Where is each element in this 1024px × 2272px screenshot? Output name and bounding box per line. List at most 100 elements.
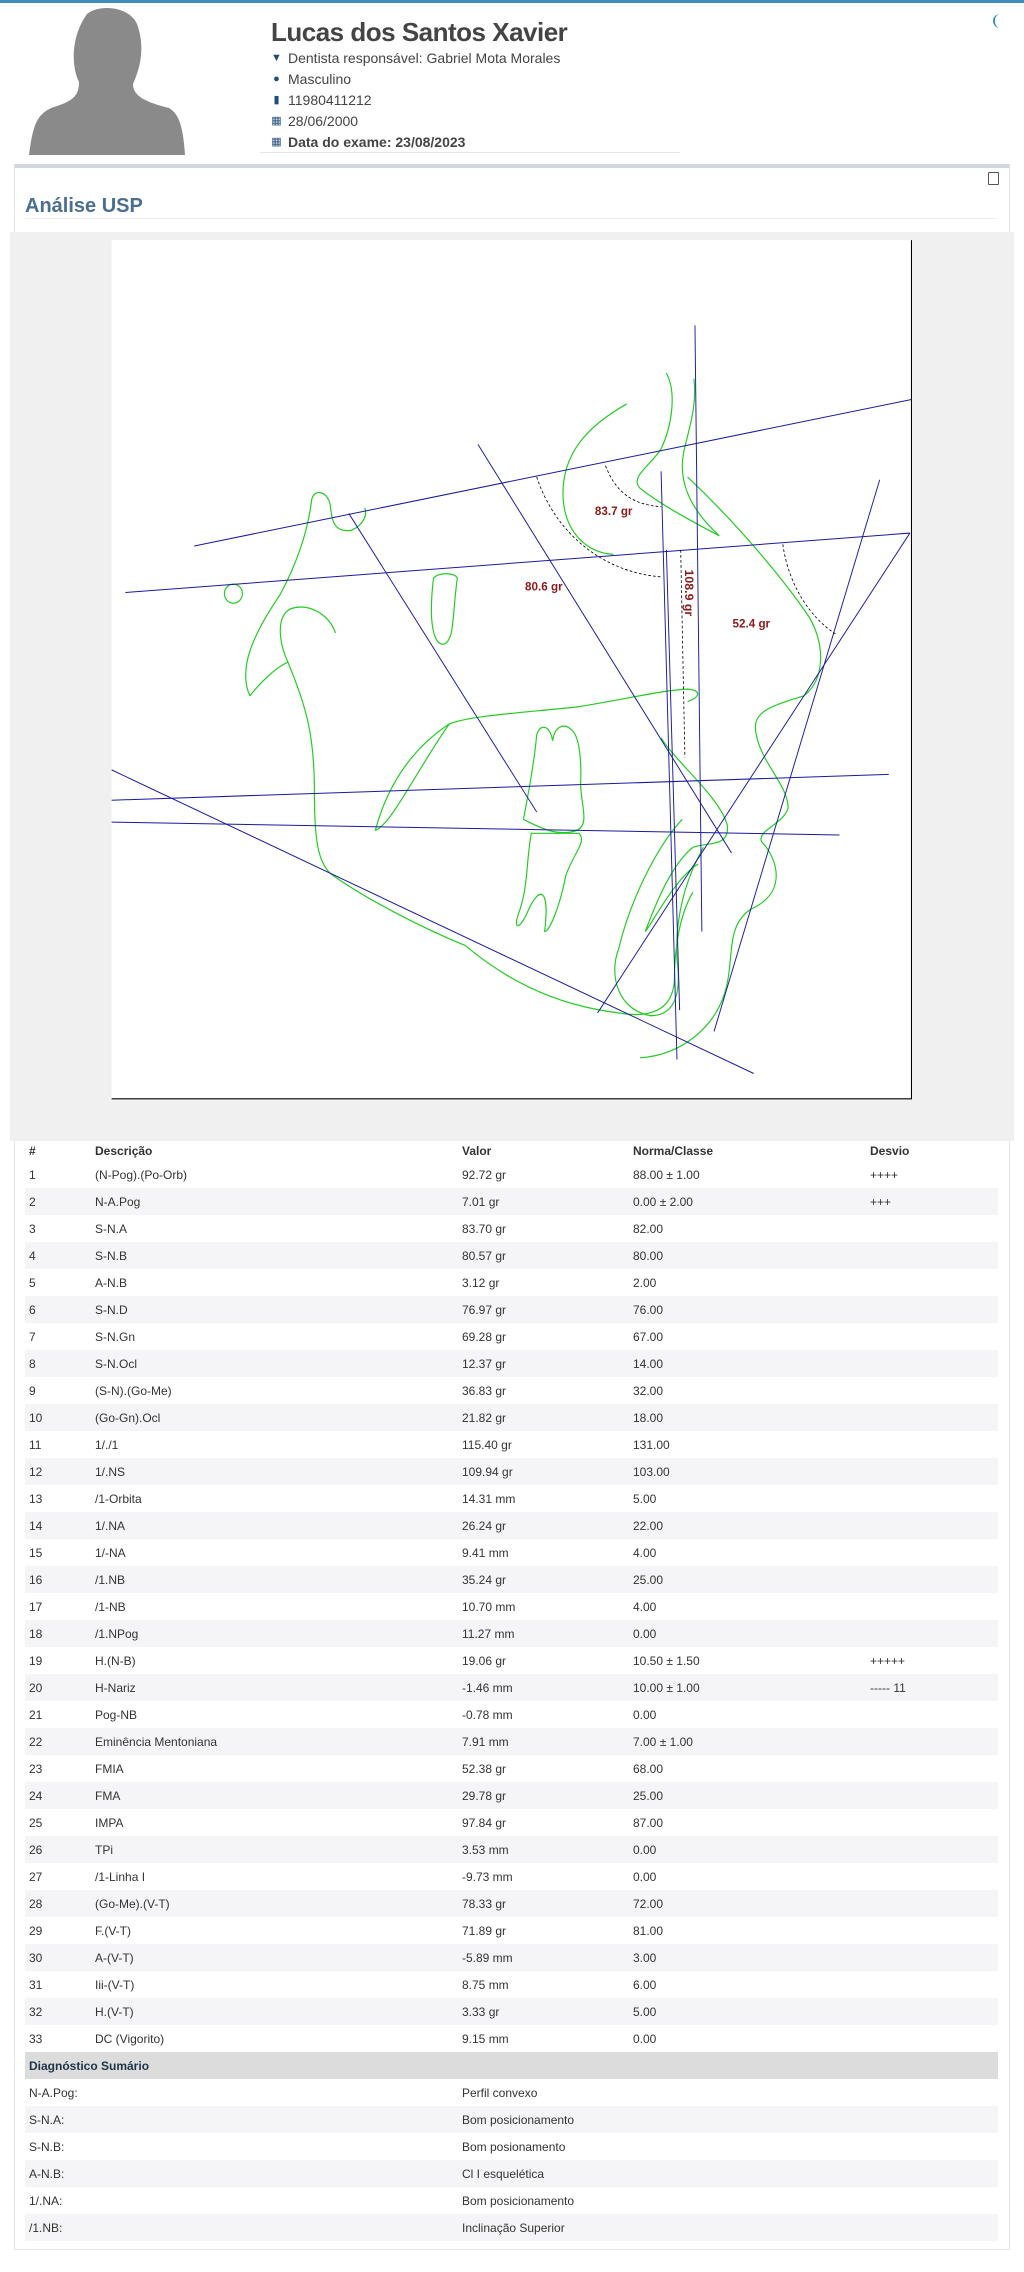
row-deviation: +++++ — [870, 1653, 906, 1668]
diagnosis-result: Inclinação Superior — [458, 2214, 998, 2241]
row-norm: 80.00 — [629, 1242, 866, 1269]
diagnosis-result: Bom posicionamento — [458, 2106, 998, 2133]
row-number: 12 — [25, 1458, 91, 1485]
diagnosis-row: N-A.Pog:Perfil convexo — [25, 2079, 998, 2106]
na-line — [477, 444, 732, 854]
row-norm: 0.00 — [629, 1620, 866, 1647]
row-deviation — [866, 1566, 998, 1593]
row-norm: 67.00 — [633, 1329, 664, 1344]
row-number: 7 — [29, 1329, 36, 1344]
symphysis-trace — [614, 818, 704, 1017]
angle-arcs — [536, 465, 836, 758]
row-description: H-Nariz — [91, 1674, 458, 1701]
row-description: IMPA — [95, 1815, 124, 1830]
row-value: 69.28 gr — [462, 1329, 507, 1344]
row-description: A-(V-T) — [91, 1944, 458, 1971]
row-deviation — [866, 1890, 998, 1917]
row-value: 36.83 gr — [462, 1383, 507, 1398]
note-icon[interactable] — [988, 172, 999, 185]
row-number: 19 — [29, 1653, 43, 1668]
frankfort-line — [125, 532, 910, 594]
row-description: Eminência Mentoniana — [91, 1728, 458, 1755]
row-deviation — [866, 1323, 998, 1350]
diagnosis-row: 1/.NA:Bom posicionamento — [25, 2187, 998, 2214]
diagnosis-row: S-N.A:Bom posicionamento — [25, 2106, 998, 2133]
row-norm: 2.00 — [633, 1275, 657, 1290]
snb-angle-label: 80.6 gr — [525, 579, 563, 593]
facial-line — [597, 532, 911, 1014]
row-description: (Go-Me).(V-T) — [91, 1890, 458, 1917]
row-value: -5.89 mm — [458, 1944, 629, 1971]
row-number: 18 — [25, 1620, 91, 1647]
row-number: 24 — [25, 1782, 91, 1809]
row-number: 22 — [25, 1728, 91, 1755]
diagnosis-measure: 1/.NA: — [29, 2193, 63, 2208]
row-number: 9 — [29, 1383, 36, 1398]
row-deviation — [866, 1728, 998, 1755]
row-value: -1.46 mm — [458, 1674, 629, 1701]
row-value: 21.82 gr — [458, 1404, 629, 1431]
row-number: 2 — [25, 1188, 91, 1215]
row-deviation — [866, 1917, 998, 1944]
row-value: 26.24 gr — [458, 1512, 629, 1539]
row-number: 14 — [25, 1512, 91, 1539]
row-number: 10 — [25, 1404, 91, 1431]
dentist-text: Dentista responsável: Gabriel Mota Moral… — [288, 50, 561, 66]
col-description: Descrição — [95, 1143, 153, 1158]
row-deviation — [866, 1998, 998, 2025]
row-norm: 0.00 ± 2.00 — [629, 1188, 866, 1215]
row-value: 19.06 gr — [462, 1653, 507, 1668]
analysis-card — [14, 164, 1010, 2250]
row-deviation: ----- 11 — [866, 1674, 998, 1701]
row-deviation — [866, 1404, 998, 1431]
calendar-icon: ▦ — [271, 136, 282, 148]
row-value: 97.84 gr — [462, 1815, 507, 1830]
row-description: Iii-(V-T) — [95, 1977, 135, 1992]
row-description: FMA — [91, 1782, 458, 1809]
row-value: 76.97 gr — [458, 1296, 629, 1323]
snb-arc — [536, 476, 662, 578]
row-number: 32 — [25, 1998, 91, 2025]
canvas-border — [111, 240, 913, 1100]
row-deviation — [866, 1458, 998, 1485]
s-gn-line — [348, 513, 538, 813]
birth-date-text: 28/06/2000 — [288, 113, 359, 129]
row-value: 52.38 gr — [462, 1761, 507, 1776]
row-norm: 72.00 — [629, 1890, 866, 1917]
row-deviation — [866, 1296, 998, 1323]
h-line — [713, 479, 881, 1032]
diagnosis-row: /1.NB:Inclinação Superior — [25, 2214, 998, 2241]
col-norm: Norma/Classe — [633, 1143, 714, 1158]
row-number: 6 — [25, 1296, 91, 1323]
row-deviation — [866, 1944, 998, 1971]
row-norm: 18.00 — [629, 1404, 866, 1431]
row-description: (S-N).(Go-Me) — [95, 1383, 172, 1398]
row-norm: 0.00 — [633, 1869, 657, 1884]
diagnosis-result: Perfil convexo — [462, 2085, 538, 2100]
row-description: Pog-NB — [95, 1707, 138, 1722]
tooth-icon: ▼ — [271, 52, 282, 64]
row-number: 13 — [29, 1491, 43, 1506]
row-norm: 22.00 — [629, 1512, 866, 1539]
row-number: 30 — [25, 1944, 91, 1971]
row-number: 31 — [29, 1977, 43, 1992]
row-description: /1-Orbita — [95, 1491, 142, 1506]
row-norm: 4.00 — [633, 1599, 657, 1614]
row-norm: 88.00 ± 1.00 — [633, 1167, 700, 1182]
row-deviation: ++++ — [870, 1167, 899, 1182]
row-description: S-N.Ocl — [91, 1350, 458, 1377]
row-norm: 10.50 ± 1.50 — [633, 1653, 700, 1668]
vertical-line-2 — [660, 471, 678, 1060]
table-header-row: # Descrição Valor Norma/Classe Desvio — [25, 1140, 998, 1161]
row-deviation — [866, 1809, 998, 1836]
row-norm: 81.00 — [633, 1923, 664, 1938]
